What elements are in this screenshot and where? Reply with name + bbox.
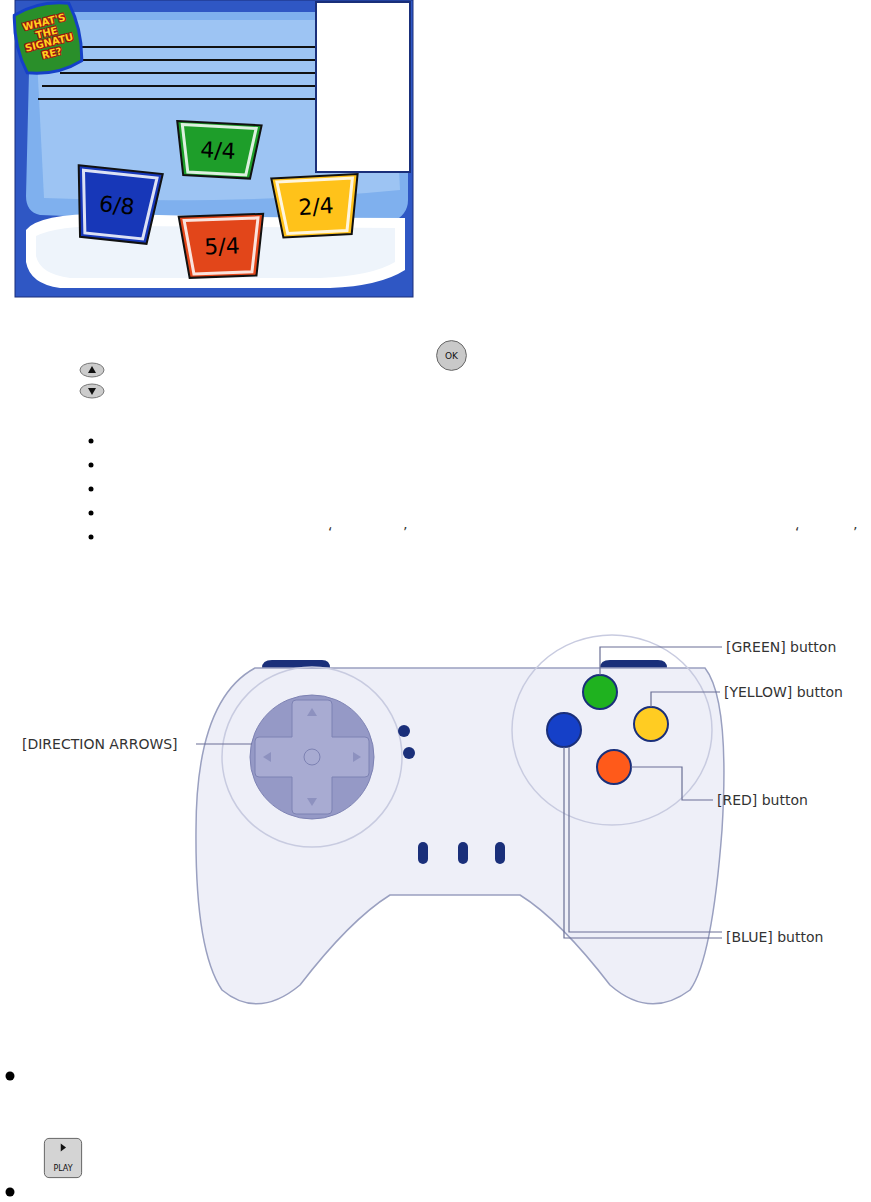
bullets bbox=[6, 439, 94, 1197]
node-text: PLAY bbox=[53, 1164, 72, 1173]
ok-button-icon: OK bbox=[436, 340, 467, 371]
quote-mark: ’ bbox=[403, 524, 407, 540]
gamepad bbox=[196, 635, 724, 1004]
callout-label: [DIRECTION ARROWS] bbox=[22, 736, 178, 752]
answer-button: 5/4 bbox=[177, 212, 267, 279]
play-button-icon: PLAY bbox=[44, 1138, 82, 1178]
answer-button: 4/4 bbox=[173, 120, 264, 181]
node-text: 4/4 bbox=[200, 137, 237, 164]
answer-button: 6/8 bbox=[69, 164, 164, 247]
quote-mark: ’ bbox=[853, 524, 857, 540]
node-text: 5/4 bbox=[204, 233, 240, 259]
callout-label: [GREEN] button bbox=[726, 639, 836, 655]
answer-button: 2/4 bbox=[269, 173, 362, 240]
node-text: OK bbox=[445, 351, 458, 361]
quote-mark: ‘ bbox=[795, 524, 799, 540]
node-text: 2/4 bbox=[298, 193, 335, 220]
callout-label: [RED] button bbox=[717, 792, 808, 808]
arrow-icons bbox=[80, 363, 104, 398]
leader-lines bbox=[196, 647, 722, 938]
callout-label: [YELLOW] button bbox=[724, 684, 843, 700]
callout-label: [BLUE] button bbox=[726, 929, 823, 945]
node-text: 6/8 bbox=[98, 191, 136, 220]
quote-mark: ‘ bbox=[328, 524, 332, 540]
